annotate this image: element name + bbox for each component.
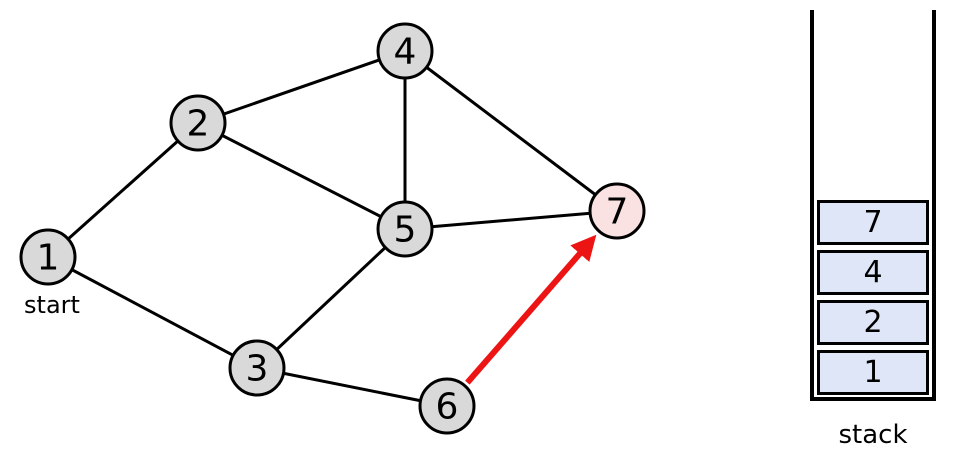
graph-node-label-5: 5	[394, 210, 417, 251]
graph-node-label-2: 2	[187, 104, 210, 145]
graph-node-label-7: 7	[606, 192, 629, 233]
edge-5-7	[404, 209, 618, 231]
edge-1-2	[47, 121, 199, 259]
graph-node-label-1: 1	[37, 238, 60, 279]
edge-1-3	[47, 255, 258, 370]
graph-node-2	[169, 94, 227, 152]
stack-item-4: 4	[817, 250, 929, 295]
edge-2-5	[197, 121, 406, 231]
edge-2-4	[197, 49, 406, 125]
graph-node-5	[376, 200, 434, 258]
stack-item-2: 2	[817, 300, 929, 345]
graph-node-3	[228, 339, 286, 397]
traversal-arrow	[465, 234, 597, 385]
graph-node-label-6: 6	[436, 387, 459, 428]
graph-node-label-4: 4	[394, 32, 417, 73]
stack-item-1: 1	[817, 350, 929, 395]
graph-node-7	[588, 182, 646, 240]
edge-3-5	[255, 227, 407, 370]
stack-container: 7 4 2 1	[810, 10, 936, 401]
stack-item-7: 7	[817, 200, 929, 245]
graph-node-label-3: 3	[246, 349, 269, 390]
graph-node-6	[418, 377, 476, 435]
start-node-label: start	[24, 291, 80, 319]
edge-3-6	[256, 366, 448, 408]
graph-node-4	[376, 22, 434, 80]
graph-node-1	[19, 228, 77, 286]
stack-label: stack	[838, 420, 908, 450]
edge-4-7	[404, 49, 618, 213]
